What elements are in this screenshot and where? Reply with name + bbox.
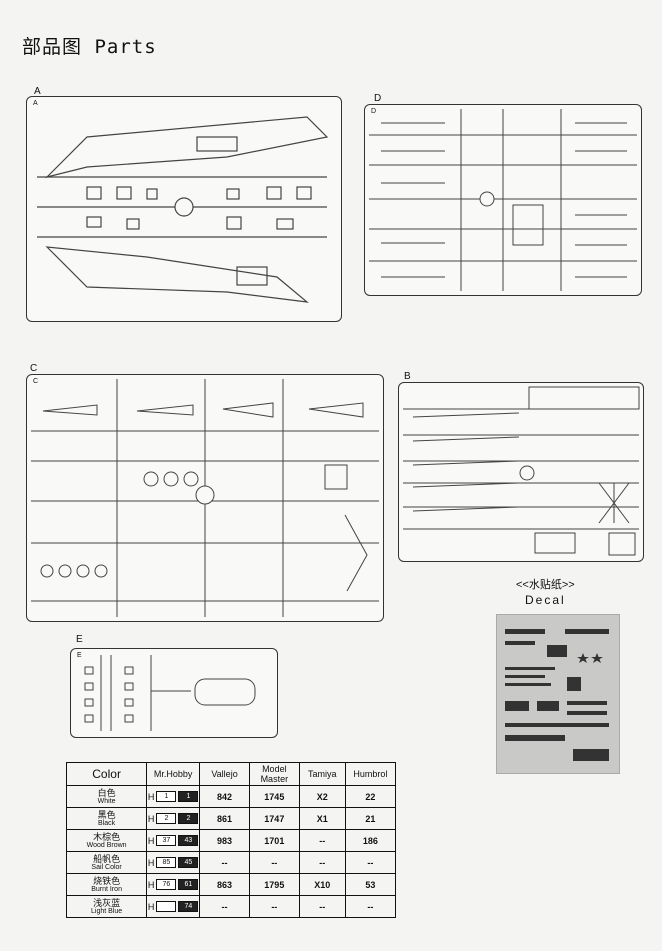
decal-heading-cn: <<水贴纸>>	[516, 579, 575, 591]
sprue-c-label: C	[30, 363, 38, 374]
header-tamiya: Tamiya	[298, 762, 346, 786]
model-master-cell: 1747	[248, 807, 300, 830]
sprue-a-drawing	[37, 116, 329, 303]
decal-sheet-image	[496, 614, 620, 774]
header-humbrol: Humbrol	[344, 762, 397, 786]
sprue-b-frame	[398, 382, 644, 562]
humbrol-cell: 186	[344, 829, 397, 852]
tamiya-cell: --	[298, 851, 346, 874]
humbrol-cell: --	[344, 851, 397, 874]
model-master-cell: 1745	[248, 785, 300, 808]
humbrol-cell: 22	[344, 785, 397, 808]
vallejo-cell: 842	[199, 785, 250, 808]
sprue-c-drawing	[31, 379, 379, 617]
table-header-row: Color Mr.Hobby Vallejo Model Master Tami…	[65, 762, 397, 786]
sprue-c-inner-label: C	[33, 378, 39, 385]
tamiya-cell: --	[298, 895, 346, 918]
humbrol-cell: 53	[344, 873, 397, 896]
sprue-b-drawing	[403, 386, 640, 556]
sprue-d-drawing	[369, 109, 637, 291]
vallejo-cell: --	[199, 895, 250, 918]
sprue-a-inner-label: A	[33, 100, 38, 107]
header-mr-hobby: Mr.Hobby	[146, 762, 201, 786]
tamiya-cell: --	[298, 829, 346, 852]
vallejo-cell: --	[199, 851, 250, 874]
decal-heading: <<水贴纸>> Decal	[516, 578, 575, 609]
vallejo-cell: 861	[199, 807, 250, 830]
header-vallejo: Vallejo	[199, 762, 250, 786]
header-color: Color	[65, 762, 148, 786]
sprue-d-label: D	[374, 93, 382, 104]
sprue-c-frame: C	[26, 374, 384, 622]
humbrol-cell: 21	[344, 807, 397, 830]
decal-sheet-drawing	[505, 629, 609, 761]
sprue-e-drawing	[84, 655, 256, 731]
model-master-cell: 1795	[248, 873, 300, 896]
sprue-a-frame: A	[26, 96, 342, 322]
humbrol-cell: --	[344, 895, 397, 918]
decal-heading-en: Decal	[525, 593, 566, 607]
tamiya-cell: X2	[298, 785, 346, 808]
vallejo-cell: 863	[199, 873, 250, 896]
sprue-b-label: B	[404, 371, 411, 382]
vallejo-cell: 983	[199, 829, 250, 852]
sprue-e-frame: E	[70, 648, 278, 738]
sprue-d-inner-label: D	[371, 108, 377, 115]
model-master-cell: --	[248, 851, 300, 874]
model-master-cell: 1701	[248, 829, 300, 852]
sprue-e-inner-label: E	[77, 652, 82, 659]
paint-color-table: Color Mr.Hobby Vallejo Model Master Tami…	[65, 762, 397, 918]
sprue-e-label: E	[76, 634, 83, 645]
header-model-master: Model Master	[248, 762, 300, 786]
tamiya-cell: X10	[298, 873, 346, 896]
tamiya-cell: X1	[298, 807, 346, 830]
page-title: 部品图 Parts	[22, 36, 157, 58]
sprue-a-label: A	[34, 86, 41, 97]
sprue-d-frame: D	[364, 104, 642, 296]
model-master-cell: --	[248, 895, 300, 918]
